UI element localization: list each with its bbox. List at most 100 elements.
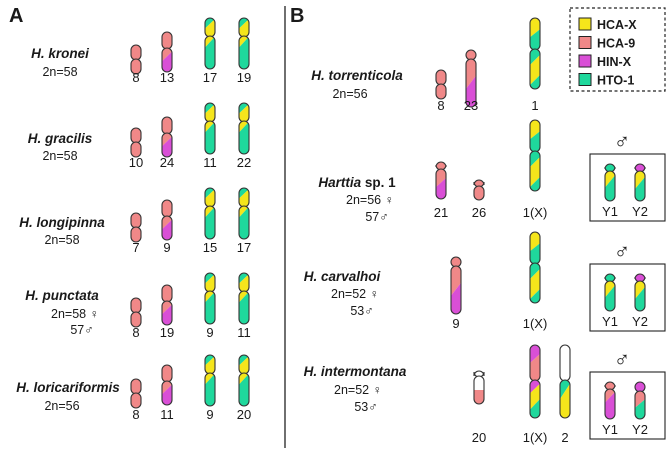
species-name: Harttia sp. 1 [318,175,396,190]
chromosome-arm-q [204,372,216,407]
panel-a-species-2: H. gracilis 2n=58 [28,131,93,163]
chromosome-label: 7 [132,240,139,255]
chromosome-band [560,345,570,381]
chromosome-band [205,291,215,324]
legend-item-hca-9: HCA-9 [578,36,635,51]
chromosome-band [474,376,484,390]
chromosome-arm-p [204,102,216,123]
chromosome-outline [559,379,571,419]
legend-label: HIN-X [597,55,632,69]
chromosome-label: Y1 [602,422,618,437]
panel-a-species-3: H. longipinna 2n=58 [19,215,105,247]
chromosome-outline [238,290,250,325]
chromosome-19: 19 [237,17,251,85]
chromosome-outline [634,390,646,420]
chromosome-band [466,59,476,89]
chromosome-band [131,312,141,327]
chromosome-arm-q [634,390,646,420]
chromosome-label: 11 [160,407,174,422]
chromosome-label: Y2 [632,422,648,437]
chromosome-outline [634,273,646,283]
chromosome-10: 10 [129,127,143,170]
chromosome-20: 20 [237,354,251,422]
chromosome-band [560,383,570,418]
chromosome-band [635,274,645,282]
chromosome-label: 15 [203,240,217,255]
chromosome-outline [465,49,477,61]
species-name: H. gracilis [28,131,93,146]
chromosome-outline [161,116,173,135]
chromosome-band [605,392,615,419]
chromosome-arm-q [204,290,216,325]
chromosome-band [162,365,172,382]
chromosome-outline [473,179,485,188]
chromosome-arm-p [238,187,250,208]
chromosome-arm-p [130,212,142,229]
chromosome-outline [238,120,250,155]
chromosome-Y1: Y1 [602,273,618,329]
chromosome-outline [529,119,541,153]
chromosome-1(X): 1(X) [523,344,547,445]
chromosome-label: 1 [531,98,538,113]
legend-label: HCA-9 [597,37,635,51]
chromosome-band [436,169,446,187]
chromosome-outline [204,372,216,407]
chromosome-arm-q [130,58,142,75]
chromosome-band [530,243,540,264]
chromosome-Y1: Y1 [602,381,618,437]
chromosome-arm-q [450,265,462,315]
chromosome-17: 17 [237,187,251,255]
chromosome-band [530,232,540,252]
chromosome-band [530,383,540,410]
chromosome-band [131,227,141,242]
chromosome-band [131,142,141,157]
chromosome-outline [204,354,216,375]
chromosome-band [239,36,249,69]
chromosome-band [131,213,141,228]
chromosome-band [239,121,249,154]
chromosome-arm-p [604,163,616,173]
chromosome-outline [161,132,173,158]
chromosome-band [605,382,615,390]
species-name: H. torrenticola [311,68,403,83]
male-box-border [589,371,666,440]
chromosome-arm-q [161,300,173,326]
chromosome-outline [161,199,173,218]
chromosome-arm-p [559,344,571,382]
chromosome-outline [130,392,142,409]
chromosome-count-male: 57♂ [365,210,388,224]
chromosome-8: 8 [130,44,142,85]
chromosome-band [162,51,172,72]
chromosome-15: 15 [203,187,217,255]
chromosome-band [162,219,172,240]
chromosome-label: 9 [206,407,213,422]
chromosome-arm-q [130,141,142,158]
chromosome-label: Y2 [632,314,648,329]
chromosome-outline [435,168,447,200]
chromosome-outline [604,280,616,312]
chromosome-band [466,75,476,107]
chromosome-band [131,379,141,394]
chromosome-label: 23 [464,98,478,113]
chromosome-band [162,48,172,62]
chromosome-band [162,285,172,302]
chromosome-band [239,206,249,239]
chromosome-label: 24 [160,155,174,170]
chromosome-arm-p [130,44,142,61]
chromosome-band [162,200,172,217]
chromosome-outline [238,102,250,123]
chromosome-outline [204,17,216,38]
chromosome-outline [130,378,142,395]
chromosome-outline [604,381,616,391]
chromosome-arm-p [161,364,173,383]
chromosome-band [635,171,645,189]
chromosome-outline [204,187,216,208]
chromosome-outline [559,344,571,382]
chromosome-arm-p [130,297,142,314]
chromosome-arm-p [204,354,216,375]
chromosome-8: 8 [435,69,447,113]
chromosome-Y2: Y2 [632,163,648,219]
